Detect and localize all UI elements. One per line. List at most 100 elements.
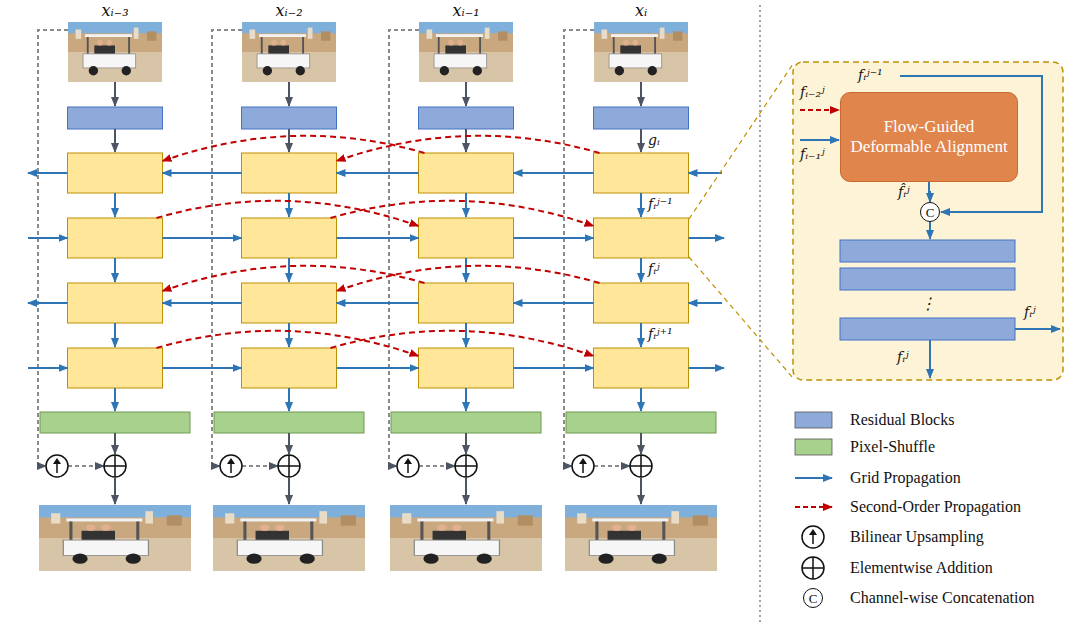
skip-connection xyxy=(594,465,630,467)
grid-propagation-arrow xyxy=(288,193,290,217)
feature-arrow xyxy=(465,433,467,454)
grid-propagation-arrow xyxy=(28,367,68,369)
feature-arrow xyxy=(288,433,290,454)
legend-text: Grid Propagation xyxy=(850,469,961,487)
residual-block xyxy=(840,318,1015,340)
propagation-block xyxy=(68,283,163,323)
grid-propagation-arrow xyxy=(640,388,642,411)
second-order-arrow xyxy=(163,136,425,161)
pixel-shuffle xyxy=(391,412,541,433)
grid-propagation-arrow xyxy=(640,193,642,217)
frame-label: xᵢ₋₃ xyxy=(101,2,128,20)
feature-arrow xyxy=(640,129,642,152)
propagation-block xyxy=(242,153,337,193)
propagation-block xyxy=(419,153,514,193)
propagation-block xyxy=(419,218,514,258)
propagation-block xyxy=(68,218,163,258)
legend-swatch xyxy=(795,439,832,455)
feature-label: fᵢ₋₂ʲ xyxy=(800,85,825,100)
propagation-block xyxy=(594,348,689,388)
feature-arrow xyxy=(288,82,290,106)
frame-label: xᵢ₋₁ xyxy=(452,2,479,20)
feature-arrow xyxy=(114,433,116,454)
zoom-panel xyxy=(793,62,1063,380)
pixel-shuffle xyxy=(214,412,364,433)
grid-propagation-arrow xyxy=(114,258,116,282)
grid-propagation-arrow xyxy=(337,302,419,304)
concat-circle: C xyxy=(920,202,940,222)
legend-swatch xyxy=(795,412,832,428)
grid-propagation-arrow xyxy=(465,388,467,411)
input-frame xyxy=(419,22,513,82)
propagation-block xyxy=(242,348,337,388)
grid-propagation-arrow xyxy=(288,258,290,282)
addition-symbol xyxy=(455,455,477,477)
skip-connection xyxy=(419,465,455,467)
feature-label: gᵢ xyxy=(648,133,660,148)
grid-propagation-arrow xyxy=(689,172,723,174)
second-order-arrow xyxy=(337,136,600,161)
feature-arrow xyxy=(465,129,467,152)
grid-propagation-arrow xyxy=(689,367,725,369)
grid-propagation-arrow xyxy=(28,237,68,239)
second-order-arrow xyxy=(331,201,594,226)
grid-propagation-arrow xyxy=(514,302,594,304)
grid-propagation-arrow xyxy=(337,367,419,369)
grid-propagation-arrow xyxy=(163,237,242,239)
residual-block xyxy=(594,107,689,129)
grid-propagation-arrow xyxy=(288,323,290,347)
pixel-shuffle xyxy=(566,412,716,433)
feature-label: f̂ᵢʲ xyxy=(898,185,910,200)
feature-arrow xyxy=(114,82,116,106)
propagation-block xyxy=(242,283,337,323)
pixel-shuffle xyxy=(40,412,190,433)
grid-propagation-arrow xyxy=(28,302,68,304)
grid-propagation-arrow xyxy=(163,172,242,174)
grid-propagation-arrow xyxy=(640,258,642,282)
feature-arrow xyxy=(288,477,290,504)
grid-propagation-arrow xyxy=(114,193,116,217)
upsampling-symbol xyxy=(802,526,824,548)
second-order-arrow xyxy=(157,331,419,356)
feature-label: ⋮ xyxy=(920,295,936,313)
feature-label: fᵢʲ⁻¹ xyxy=(648,197,673,212)
node-text: C xyxy=(809,592,818,605)
residual-block xyxy=(242,107,337,129)
feature-arrow xyxy=(288,129,290,152)
feature-label: fᵢʲ xyxy=(1024,305,1036,320)
feature-arrow xyxy=(640,433,642,454)
feature-arrow xyxy=(929,222,931,239)
feature-arrow xyxy=(640,477,642,504)
second-order-arrow xyxy=(800,109,839,111)
grid-propagation-arrow xyxy=(689,302,723,304)
concat-circle: C xyxy=(803,588,823,608)
feature-label: fᵢʲ⁺¹ xyxy=(648,327,673,342)
grid-propagation-arrow xyxy=(514,367,594,369)
grid-propagation-arrow xyxy=(337,172,419,174)
alignment-box: Flow-Guided Deformable Alignment xyxy=(840,92,1018,182)
skip-connection xyxy=(68,465,104,467)
grid-propagation-arrow xyxy=(800,139,839,141)
propagation-block xyxy=(594,218,689,258)
grid-propagation-arrow xyxy=(465,193,467,217)
grid-propagation-arrow xyxy=(465,258,467,282)
grid-propagation-arrow xyxy=(28,172,68,174)
grid-propagation-arrow xyxy=(337,237,419,239)
frame-label: xᵢ xyxy=(635,2,647,20)
legend-text: Pixel-Shuffle xyxy=(850,438,935,456)
output-frame xyxy=(565,505,717,571)
addition-symbol xyxy=(104,455,126,477)
output-frame xyxy=(390,505,542,571)
feature-arrow xyxy=(114,129,116,152)
skip-connection xyxy=(564,30,594,466)
propagation-block xyxy=(419,348,514,388)
legend-sample-line xyxy=(795,477,832,479)
grid-propagation-arrow xyxy=(114,323,116,347)
grid-propagation-arrow xyxy=(514,237,594,239)
output-arrow xyxy=(929,340,931,378)
residual-block xyxy=(68,107,163,129)
second-order-arrow xyxy=(157,201,419,226)
residual-block xyxy=(840,240,1015,262)
input-frame xyxy=(242,22,336,82)
